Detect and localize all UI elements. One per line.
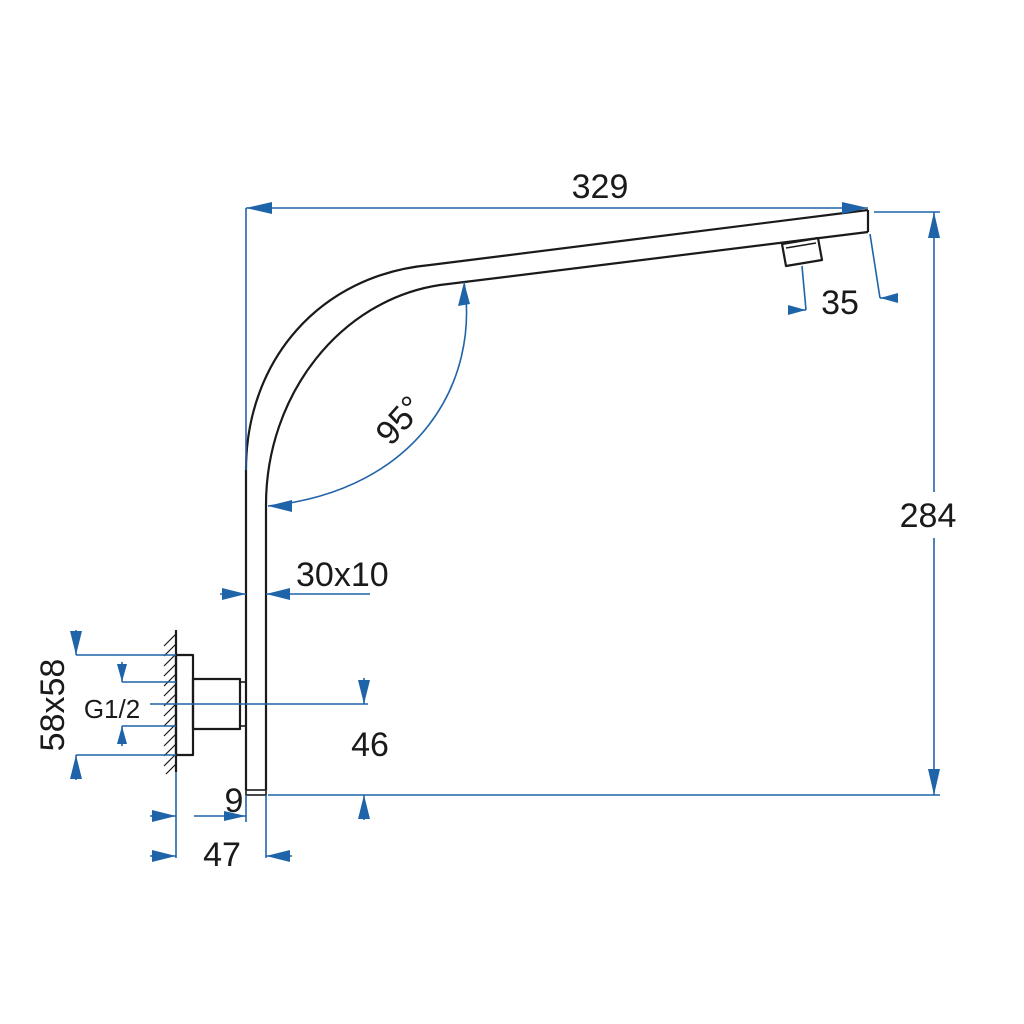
dim-46: 46 — [150, 678, 389, 820]
dim-58x58: 58x58 — [34, 630, 176, 780]
dim-g12-label: G1/2 — [84, 694, 140, 724]
dim-284: 284 — [268, 211, 957, 796]
dim-angle-95: 95° — [267, 281, 470, 512]
wall-flange — [174, 653, 195, 757]
dim-30x10: 30x10 — [220, 556, 389, 600]
dim-30x10-label: 30x10 — [296, 556, 389, 594]
dim-284-label: 284 — [900, 497, 957, 535]
outlet-nipple — [780, 236, 824, 268]
dim-47: 47 — [150, 772, 292, 874]
dim-9: 9 — [194, 782, 247, 822]
dim-329: 329 — [245, 168, 868, 470]
shower-arm — [244, 208, 870, 796]
dim-47-label: 47 — [203, 836, 241, 874]
dim-329-label: 329 — [572, 168, 629, 206]
wall-hatching — [163, 630, 178, 775]
dim-95-label: 95° — [369, 389, 432, 453]
dim-35: 35 — [788, 233, 898, 322]
dim-35-label: 35 — [821, 284, 859, 322]
dim-58x58-label: 58x58 — [34, 659, 72, 752]
dim-g12: G1/2 — [84, 662, 176, 746]
dim-46-label: 46 — [351, 726, 389, 764]
dim-9-label: 9 — [225, 782, 244, 820]
